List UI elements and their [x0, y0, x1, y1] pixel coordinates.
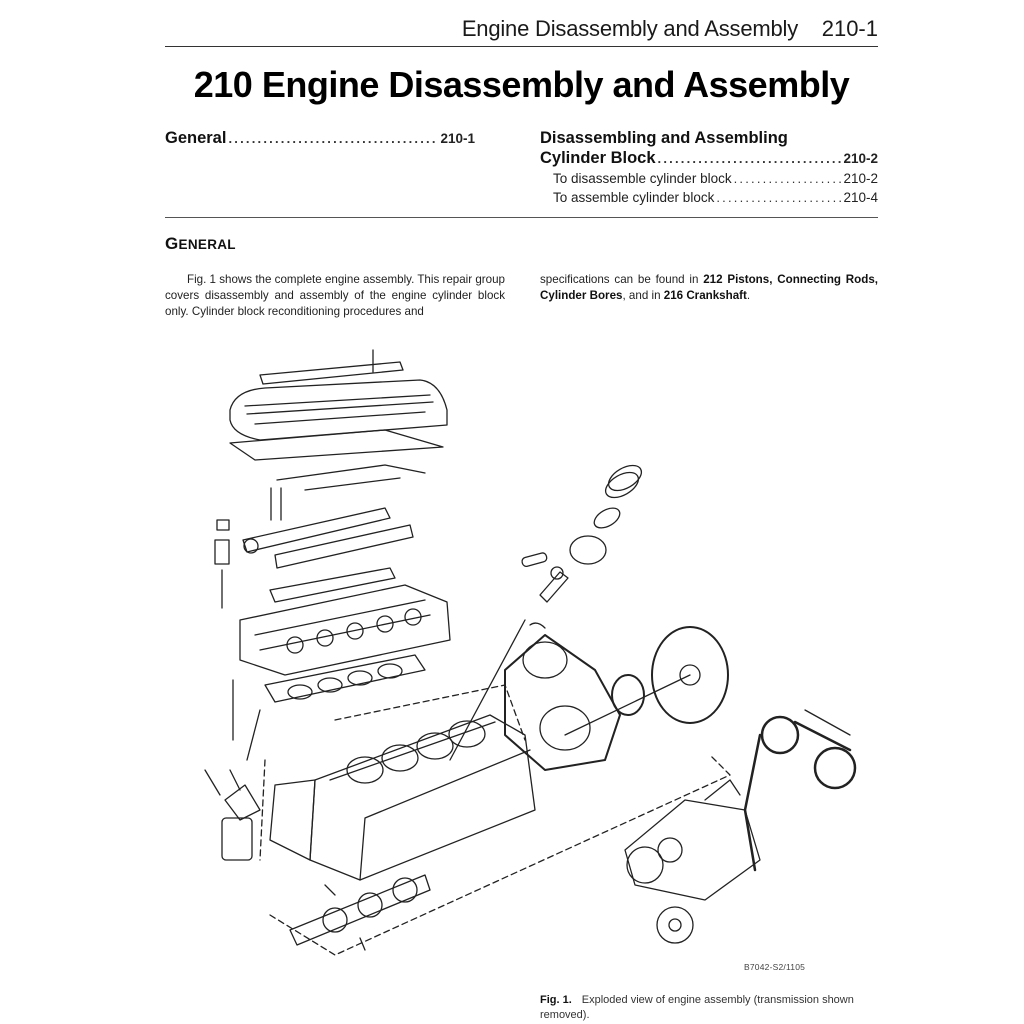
cross-reference-pistons[interactable]: 212 Pistons, Connecting Rods, Cylinder B… — [540, 273, 878, 302]
figure-caption-text: Exploded view of engine assembly (transm… — [540, 994, 854, 1021]
toc-entry-assemble-block[interactable]: To assemble cylinder block .............… — [540, 188, 878, 207]
toc-entry-label: To disassemble cylinder block — [553, 171, 732, 186]
toc-leader-dots: ........................................… — [657, 151, 842, 166]
toc-entry-page: 210-2 — [843, 151, 878, 166]
section-heading-initial: G — [165, 234, 179, 253]
toc-leader-dots: ........................................… — [733, 171, 842, 186]
table-of-contents-left: General ................................… — [165, 128, 475, 149]
toc-entry-label: General — [165, 129, 227, 147]
section-heading-general: GENERAL — [165, 234, 236, 254]
toc-entry-disassemble-block[interactable]: To disassemble cylinder block ..........… — [540, 169, 878, 188]
figure-caption: Fig. 1.Exploded view of engine assembly … — [540, 993, 870, 1023]
body-text: . — [746, 289, 751, 302]
section-divider — [165, 217, 878, 218]
body-text: specifications can be found in — [540, 273, 704, 286]
toc-entry-page: 210-4 — [843, 190, 878, 205]
toc-entry-page: 210-1 — [440, 131, 475, 146]
section-heading-rest: ENERAL — [178, 237, 236, 252]
body-paragraph-right: specifications can be found in 212 Pisto… — [540, 272, 878, 304]
table-of-contents-right: Disassembling and Assembling Cylinder Bl… — [540, 128, 878, 207]
toc-heading-line1: Disassembling and Assembling — [540, 129, 788, 147]
toc-leader-dots: ........................................… — [228, 131, 438, 146]
figure-code: B7042-S2/1105 — [744, 962, 806, 972]
running-header: Engine Disassembly and Assembly 210-1 — [165, 14, 878, 47]
toc-entry-label: To assemble cylinder block — [553, 190, 715, 205]
toc-entry-general[interactable]: General ................................… — [165, 128, 475, 149]
toc-entry-page: 210-2 — [843, 171, 878, 186]
chapter-title: 210 Engine Disassembly and Assembly — [193, 64, 850, 105]
body-text: , and in — [622, 289, 664, 302]
toc-leader-dots: ........................................… — [716, 190, 842, 205]
running-header-title: Engine Disassembly and Assembly — [461, 16, 798, 41]
engine-exploded-view-illustration — [185, 340, 885, 960]
toc-entry-cylinder-block[interactable]: Cylinder Block .........................… — [540, 148, 878, 169]
body-paragraph-left: Fig. 1 shows the complete engine assembl… — [165, 273, 505, 318]
toc-entry-label: Cylinder Block — [540, 149, 656, 167]
running-header-page-number: 210-1 — [821, 16, 878, 41]
cross-reference-crankshaft[interactable]: 216 Crankshaft — [663, 289, 747, 302]
figure-number: Fig. 1. — [540, 994, 572, 1006]
